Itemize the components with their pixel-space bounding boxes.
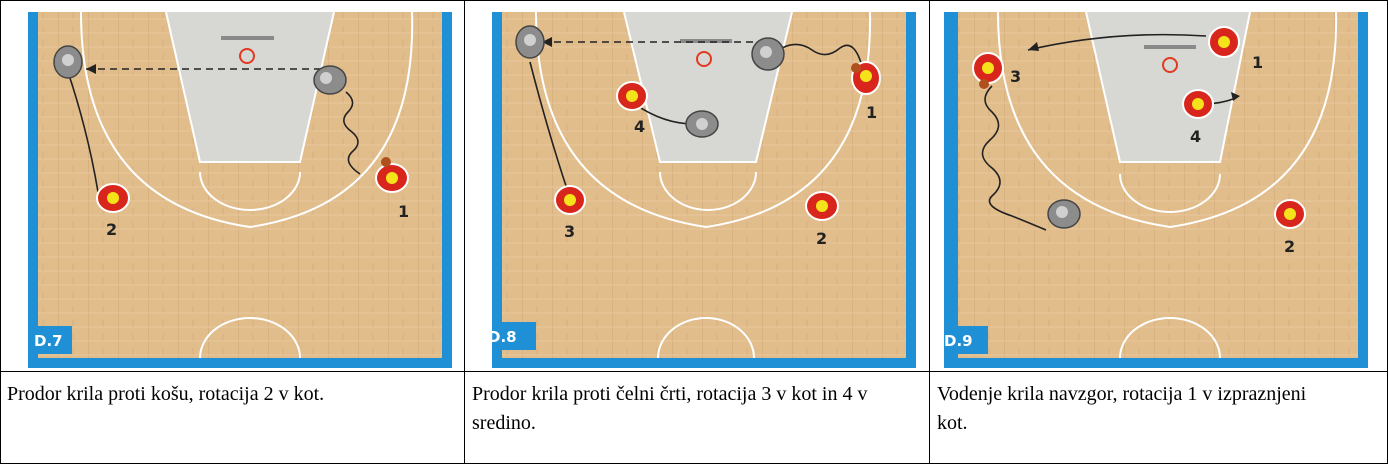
player-number: 2	[106, 220, 117, 239]
player-icon	[851, 62, 880, 94]
player-number: 1	[398, 202, 409, 221]
player-number: 2	[816, 229, 827, 248]
diagram-d7: 2 1 D.7	[28, 12, 452, 368]
player-number: 1	[1252, 53, 1263, 72]
grid-line	[0, 371, 1388, 372]
grid-line	[464, 0, 465, 464]
diagram-tag: D.9	[944, 332, 973, 350]
defender-icon	[686, 111, 718, 137]
player-number: 3	[564, 222, 575, 241]
diagram-d9: 3 1 4 2 D.9	[944, 12, 1368, 368]
player-icon	[806, 192, 838, 220]
diagram-d8: 4 3 2 1 D.8	[492, 12, 916, 368]
player-number: 3	[1010, 67, 1021, 86]
player-icon	[1275, 200, 1305, 228]
diagram-tag: D.8	[492, 328, 517, 346]
player-icon	[617, 82, 647, 110]
caption-d9: Vodenje krila navzgor, rotacija 1 v izpr…	[937, 380, 1317, 438]
player-number: 2	[1284, 237, 1295, 256]
defender-icon	[314, 66, 346, 94]
player-icon	[1183, 90, 1213, 118]
caption-d7: Prodor krila proti košu, rotacija 2 v ko…	[7, 380, 457, 409]
diagram-tag: D.7	[34, 332, 63, 350]
defender-icon	[516, 26, 544, 58]
grid-line	[0, 0, 1388, 1]
defender-icon	[54, 46, 82, 78]
player-number: 4	[1190, 127, 1201, 146]
defender-icon	[752, 38, 784, 70]
defender-icon	[1048, 200, 1080, 228]
player-number: 1	[866, 103, 877, 122]
player-number: 4	[634, 117, 645, 136]
player-icon	[1209, 27, 1239, 57]
player-icon	[555, 186, 585, 214]
grid-line	[929, 0, 930, 464]
player-icon	[97, 184, 129, 212]
grid-line	[0, 0, 1, 464]
caption-d8: Prodor krila proti čelni črti, rotacija …	[472, 380, 912, 438]
